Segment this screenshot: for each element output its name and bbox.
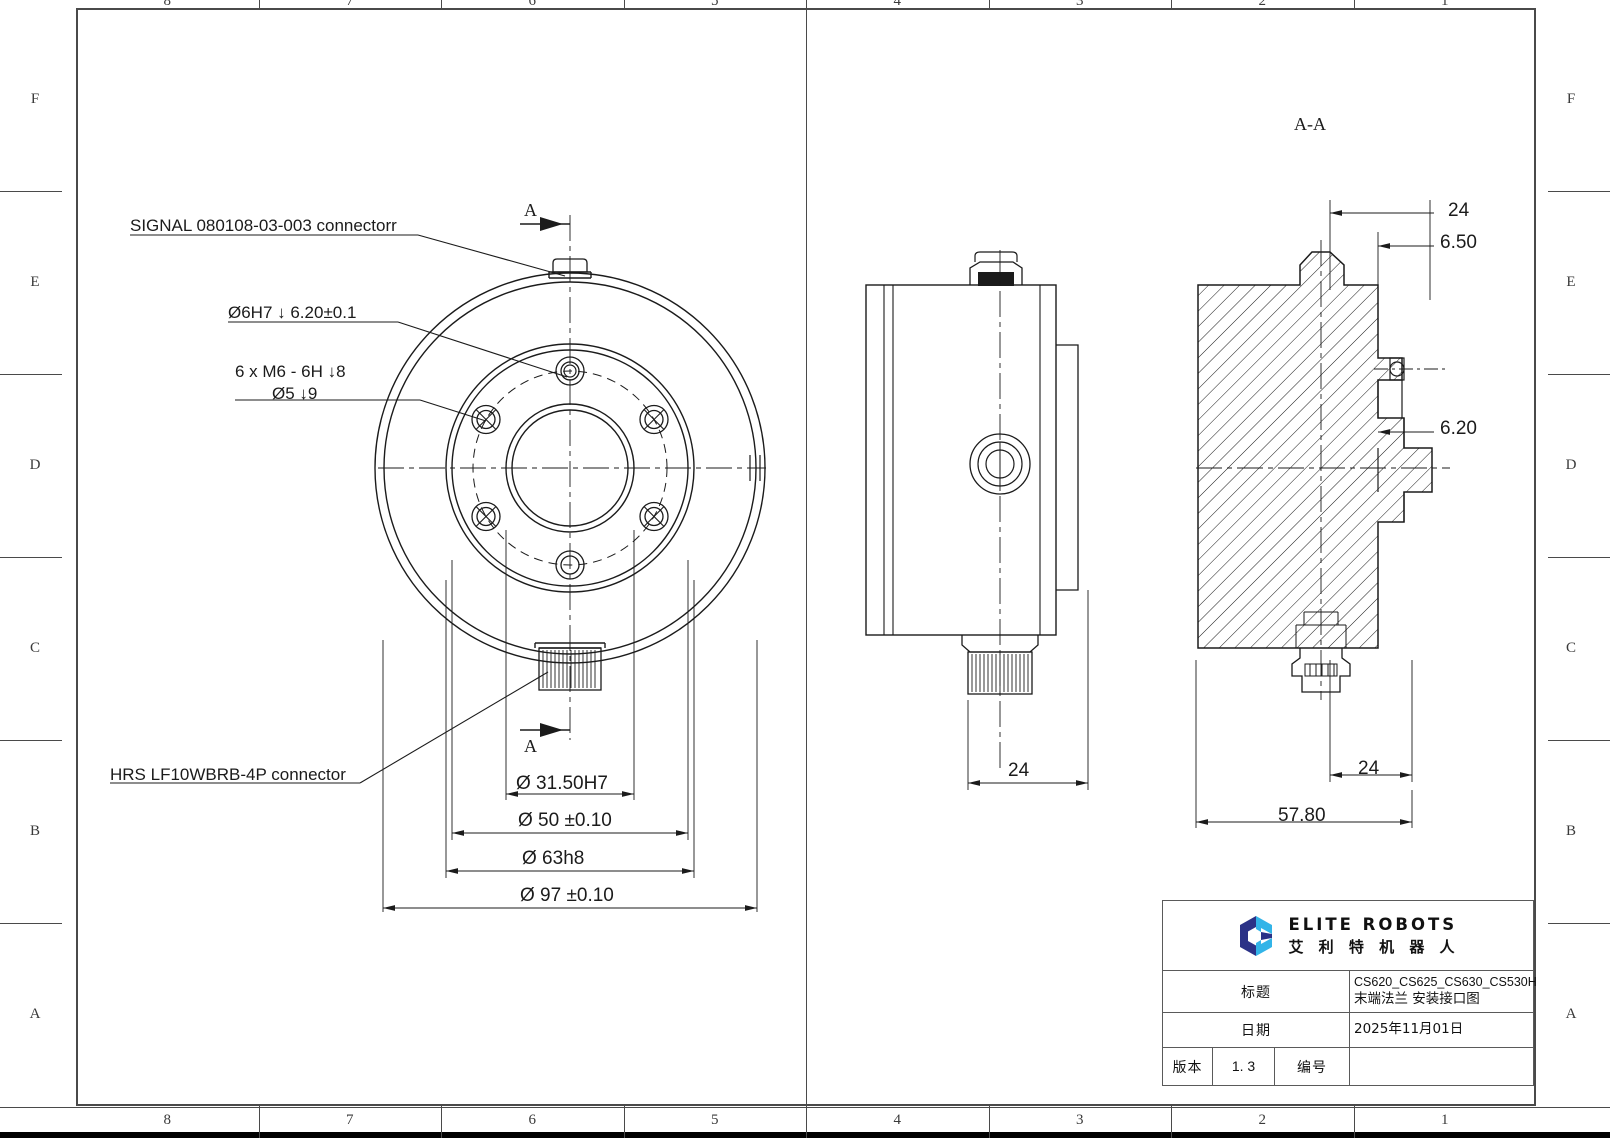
frame-tick — [806, 1106, 807, 1138]
frame-column-label-top: 1 — [1441, 0, 1449, 9]
dim-side-width: 24 — [1008, 760, 1030, 781]
dim-sec-total: 57.80 — [1278, 805, 1326, 826]
note-thread-holes-1: 6 x M6 - 6H ↓8 — [235, 362, 346, 381]
frame-tick — [258, 0, 260, 10]
dim-pilot: Ø 63h8 — [522, 848, 585, 869]
frame-tick — [988, 1106, 990, 1138]
elite-robots-mark-icon — [1240, 915, 1273, 956]
dim-outer: Ø 97 ±0.10 — [520, 885, 614, 906]
title-block: ELITE ROBOTS 艾 利 特 机 器 人 标题 CS620_CS625_… — [1162, 900, 1537, 1086]
frame-column-label-top: 5 — [711, 0, 719, 9]
frame-tick — [988, 0, 990, 10]
frame-tick — [1171, 0, 1172, 10]
date-label-cell: 日期 — [1163, 1013, 1350, 1047]
frame-column-label-bottom: 8 — [163, 1111, 172, 1128]
frame-column-label-top: 4 — [893, 0, 902, 9]
section-mark-a-bottom: A — [524, 736, 537, 756]
version-label: 版本 — [1172, 1059, 1203, 1076]
frame-tick — [0, 923, 62, 924]
dim-sec-top-24: 24 — [1448, 200, 1470, 221]
frame-tick — [1353, 0, 1355, 10]
dim-bolt-circle: Ø 50 ±0.10 — [518, 810, 612, 831]
frame-row-label-left: F — [30, 91, 40, 107]
title-row: 标题 CS620_CS625_CS630_CS530H 末端法兰 安装接口图 — [1163, 971, 1537, 1013]
note-thread-holes-2: Ø5 ↓9 — [272, 384, 318, 403]
frame-row-label-right: E — [1566, 274, 1576, 290]
title-value-line1: CS620_CS625_CS630_CS530H — [1354, 974, 1537, 989]
frame-tick — [1548, 191, 1610, 192]
frame-tick — [258, 1106, 260, 1138]
frame-row-label-left: C — [29, 640, 40, 656]
frame-column-label-top: 7 — [346, 0, 354, 9]
title-label-cell: 标题 — [1163, 971, 1350, 1012]
dim-sec-650: 6.50 — [1440, 232, 1477, 253]
frame-tick — [1548, 740, 1610, 741]
version-label-cell: 版本 — [1163, 1048, 1213, 1085]
frame-tick — [1548, 923, 1610, 924]
frame-tick — [1548, 374, 1610, 375]
frame-column-label-bottom: 4 — [893, 1111, 902, 1128]
frame-tick — [1548, 557, 1610, 558]
frame-tick — [0, 557, 62, 558]
logo-chinese: 艾 利 特 机 器 人 — [1288, 937, 1460, 956]
frame-bottom-rule — [0, 1107, 1610, 1108]
version-row: 版本 1. 3 编号 — [1163, 1048, 1533, 1085]
dim-sec-bottom-24: 24 — [1358, 758, 1380, 779]
frame-row-label-right: A — [1565, 1006, 1577, 1022]
frame-row-label-left: A — [29, 1006, 41, 1022]
frame-midline — [806, 0, 807, 1106]
section-label-aa: A-A — [1294, 114, 1326, 134]
frame-column-label-bottom: 5 — [711, 1111, 719, 1128]
date-value-cell: 2025年11月01日 — [1350, 1013, 1532, 1047]
frame-tick — [623, 1106, 625, 1138]
frame-tick — [0, 191, 62, 192]
note-signal-connector: SIGNAL 080108-03-003 connectorr — [130, 216, 397, 235]
version-value-cell: 1. 3 — [1213, 1048, 1275, 1085]
frame-column-label-top: 3 — [1076, 0, 1084, 9]
frame-row-label-left: E — [30, 274, 40, 290]
number-label-cell: 编号 — [1275, 1048, 1350, 1085]
title-value-line2: 末端法兰 安装接口图 — [1354, 990, 1480, 1007]
frame-row-label-right: B — [1565, 823, 1576, 839]
title-label: 标题 — [1241, 984, 1271, 1001]
frame-row-label-right: D — [1565, 457, 1577, 473]
dim-bore: Ø 31.50H7 — [516, 773, 608, 794]
frame-column-label-top: 2 — [1258, 0, 1267, 9]
frame-tick — [0, 374, 62, 375]
version-value: 1. 3 — [1231, 1057, 1256, 1074]
title-value-cell: CS620_CS625_CS630_CS530H 末端法兰 安装接口图 — [1350, 971, 1537, 1012]
note-pin-hole: Ø6H7 ↓ 6.20±0.1 — [228, 303, 357, 322]
frame-column-label-bottom: 1 — [1441, 1111, 1449, 1128]
company-logo: ELITE ROBOTS 艾 利 特 机 器 人 — [1163, 901, 1533, 971]
frame-column-label-top: 6 — [528, 0, 537, 9]
frame-column-label-bottom: 2 — [1258, 1111, 1267, 1128]
frame-tick — [441, 1106, 442, 1138]
date-value: 2025年11月01日 — [1354, 1021, 1464, 1038]
number-value-cell — [1350, 1048, 1532, 1085]
frame-tick — [0, 740, 62, 741]
note-hrs-connector: HRS LF10WBRB-4P connector — [110, 765, 346, 784]
frame-row-label-left: D — [29, 457, 41, 473]
frame-tick — [1353, 1106, 1355, 1138]
sheet-bottom-edge — [0, 1132, 1610, 1138]
frame-tick — [1171, 1106, 1172, 1138]
number-label: 编号 — [1297, 1059, 1327, 1076]
dim-sec-620: 6.20 — [1440, 418, 1477, 439]
frame-tick — [623, 0, 625, 10]
logo-english: ELITE ROBOTS — [1288, 914, 1458, 934]
frame-row-label-right: C — [1565, 640, 1576, 656]
frame-column-label-bottom: 3 — [1076, 1111, 1084, 1128]
frame-column-label-top: 8 — [163, 0, 172, 9]
section-mark-a-top: A — [524, 200, 537, 220]
frame-column-label-bottom: 7 — [346, 1111, 354, 1128]
date-label: 日期 — [1241, 1023, 1271, 1039]
frame-row-label-right: F — [1566, 91, 1576, 107]
frame-tick — [441, 0, 442, 10]
frame-row-label-left: B — [29, 823, 40, 839]
date-row: 日期 2025年11月01日 — [1163, 1013, 1533, 1048]
frame-column-label-bottom: 6 — [528, 1111, 537, 1128]
